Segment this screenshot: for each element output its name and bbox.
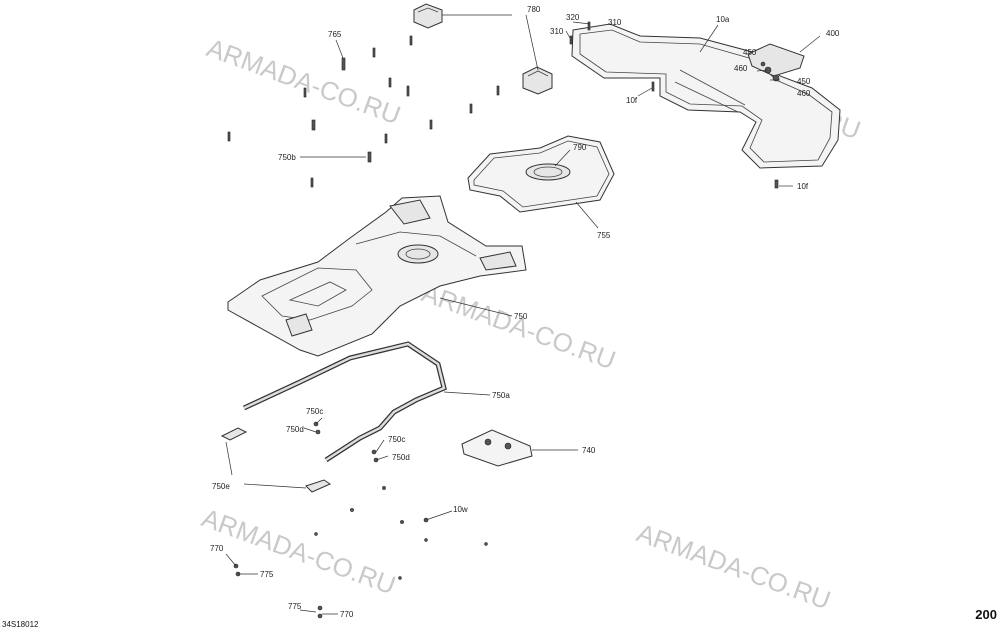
watermark-center: ARMADA-CO.RU bbox=[418, 277, 620, 375]
bracket-780-lower bbox=[522, 66, 553, 95]
label-750: 750 bbox=[514, 312, 528, 321]
screw-10f-bottom bbox=[774, 179, 779, 189]
screws-310-320 bbox=[565, 21, 591, 45]
leader-10a bbox=[699, 24, 719, 53]
label-460-upper: 460 bbox=[734, 64, 748, 73]
label-750a: 750a bbox=[492, 391, 510, 400]
label-450-lower: 450 bbox=[797, 77, 811, 86]
label-780: 780 bbox=[527, 5, 541, 14]
label-755: 755 bbox=[597, 231, 611, 240]
label-310-left: 310 bbox=[550, 27, 564, 36]
fasteners-cluster-top-left bbox=[227, 35, 500, 188]
label-10f-top: 10f bbox=[626, 96, 638, 105]
label-750d-left: 750d bbox=[286, 425, 304, 434]
figure-code: 34S18012 bbox=[2, 620, 39, 629]
hardware-bottom bbox=[225, 486, 488, 619]
watermark-top-left: ARMADA-CO.RU bbox=[203, 32, 405, 130]
label-460-lower: 460 bbox=[797, 89, 811, 98]
watermark-bottom-left: ARMADA-CO.RU bbox=[198, 502, 400, 600]
leader-750 bbox=[439, 297, 513, 317]
label-10a: 10a bbox=[716, 15, 730, 24]
label-750c-left: 750c bbox=[306, 407, 323, 416]
label-750e: 750e bbox=[212, 482, 230, 491]
watermark-bottom-right: ARMADA-CO.RU bbox=[633, 517, 835, 615]
bracket-780-top bbox=[413, 3, 443, 29]
trim-strip-750a bbox=[242, 341, 447, 463]
label-750d-right: 750d bbox=[392, 453, 410, 462]
label-770-top: 770 bbox=[210, 544, 224, 553]
label-740: 740 bbox=[582, 446, 596, 455]
bracket-740 bbox=[461, 429, 533, 467]
center-mat-755 bbox=[467, 135, 615, 213]
label-10f-bottom: 10f bbox=[797, 182, 809, 191]
leader-790 bbox=[554, 149, 571, 167]
leader-755 bbox=[575, 201, 599, 229]
leader-450-460 bbox=[756, 69, 780, 81]
label-770-bottom: 770 bbox=[340, 610, 354, 619]
label-775-bottom: 775 bbox=[288, 602, 302, 611]
page-number: 200 bbox=[975, 607, 997, 622]
label-450-upper: 450 bbox=[743, 48, 757, 57]
label-310-right: 310 bbox=[608, 18, 622, 27]
label-765: 765 bbox=[328, 30, 342, 39]
label-320: 320 bbox=[566, 13, 580, 22]
label-790: 790 bbox=[573, 143, 587, 152]
floor-panel-750 bbox=[227, 195, 527, 357]
screw-10f-top bbox=[651, 81, 655, 92]
label-400: 400 bbox=[826, 29, 840, 38]
leader-400 bbox=[799, 35, 821, 53]
retainer-400 bbox=[747, 43, 805, 82]
leader-780 bbox=[442, 14, 539, 71]
label-10w: 10w bbox=[453, 505, 468, 514]
label-750b: 750b bbox=[278, 153, 296, 162]
clips-750e bbox=[220, 427, 332, 493]
floor-mat-10a bbox=[571, 23, 841, 169]
label-750c-right: 750c bbox=[388, 435, 405, 444]
clips-750c-750d bbox=[303, 417, 389, 463]
callout-labels: 780 765 320 310 310 10a 400 450 460 450 … bbox=[210, 5, 840, 619]
leader-750a bbox=[443, 391, 491, 396]
leader-10f-top bbox=[637, 87, 653, 97]
label-775-top: 775 bbox=[260, 570, 274, 579]
